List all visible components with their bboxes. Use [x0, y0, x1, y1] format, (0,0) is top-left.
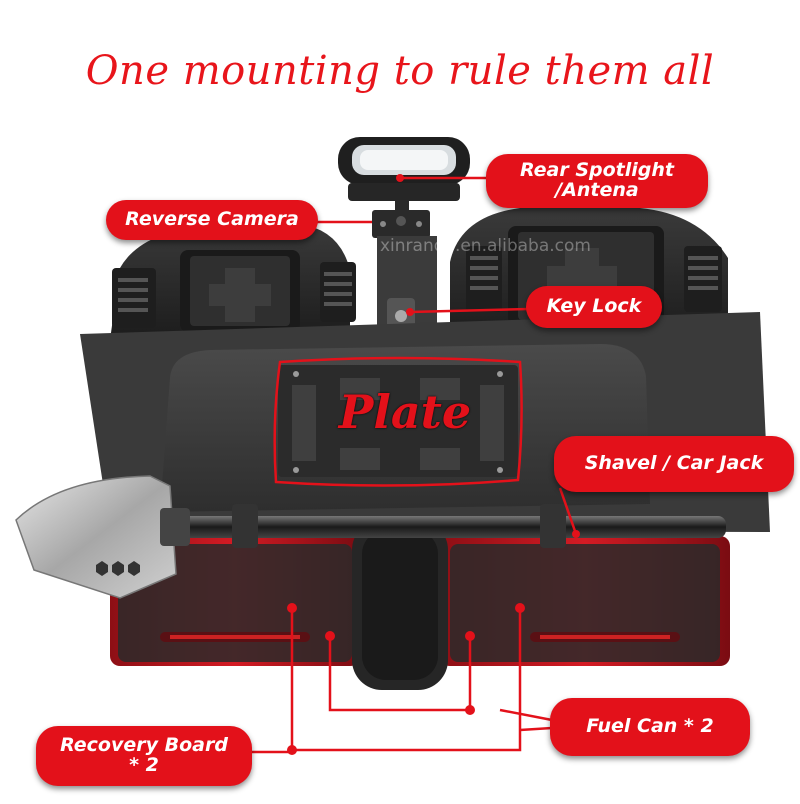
- label-shovel-jack-text: Shavel / Car Jack: [584, 452, 764, 475]
- shovel: [15, 475, 726, 599]
- label-plate: Plate: [338, 385, 472, 439]
- label-reverse-camera: Reverse Camera: [106, 200, 318, 240]
- annotation-lines: [250, 176, 578, 754]
- label-fuel-can: Fuel Can * 2: [550, 698, 750, 756]
- label-key-lock-text: Key Lock: [546, 295, 642, 318]
- annotation-dots: [287, 174, 580, 755]
- page-title: One mounting to rule them all: [85, 48, 715, 94]
- watermark-text: xinranda.en.alibaba.com: [380, 236, 591, 256]
- plate-outline: [273, 356, 523, 487]
- label-recovery-board-line2: * 2: [129, 754, 159, 776]
- camera-mount: [372, 210, 430, 238]
- lower-right-box: [440, 536, 730, 666]
- label-reverse-camera-text: Reverse Camera: [125, 208, 299, 231]
- label-recovery-board: Recovery Board * 2: [36, 726, 252, 786]
- spare-tire: [352, 520, 448, 690]
- label-rear-spotlight-line2: /Antena: [555, 179, 639, 201]
- left-fuel-can: [110, 224, 356, 340]
- label-key-lock: Key Lock: [526, 286, 662, 328]
- label-shovel-jack: Shavel / Car Jack: [554, 436, 794, 492]
- label-recovery-board-line1: Recovery Board: [60, 734, 228, 757]
- label-rear-spotlight-line1: Rear Spotlight: [519, 159, 675, 182]
- label-rear-spotlight: Rear Spotlight /Antena: [486, 154, 708, 208]
- label-fuel-can-text: Fuel Can * 2: [586, 715, 714, 738]
- spotlight: [338, 137, 470, 216]
